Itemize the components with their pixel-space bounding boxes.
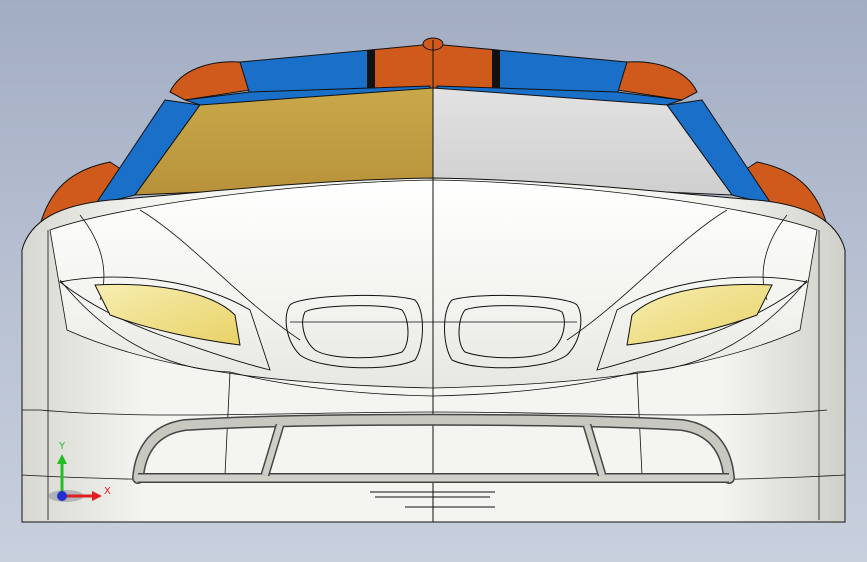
windshield: [133, 87, 734, 196]
triad-y-label: Y: [59, 441, 66, 452]
headlights: [58, 276, 809, 371]
kidney-grille: [285, 294, 582, 369]
triad-x-label: X: [104, 486, 111, 497]
bumper-tube: [132, 413, 735, 484]
car-body: [21, 40, 846, 523]
coordinate-triad: Y X: [44, 440, 114, 510]
triad-axes-icon: [48, 454, 102, 502]
